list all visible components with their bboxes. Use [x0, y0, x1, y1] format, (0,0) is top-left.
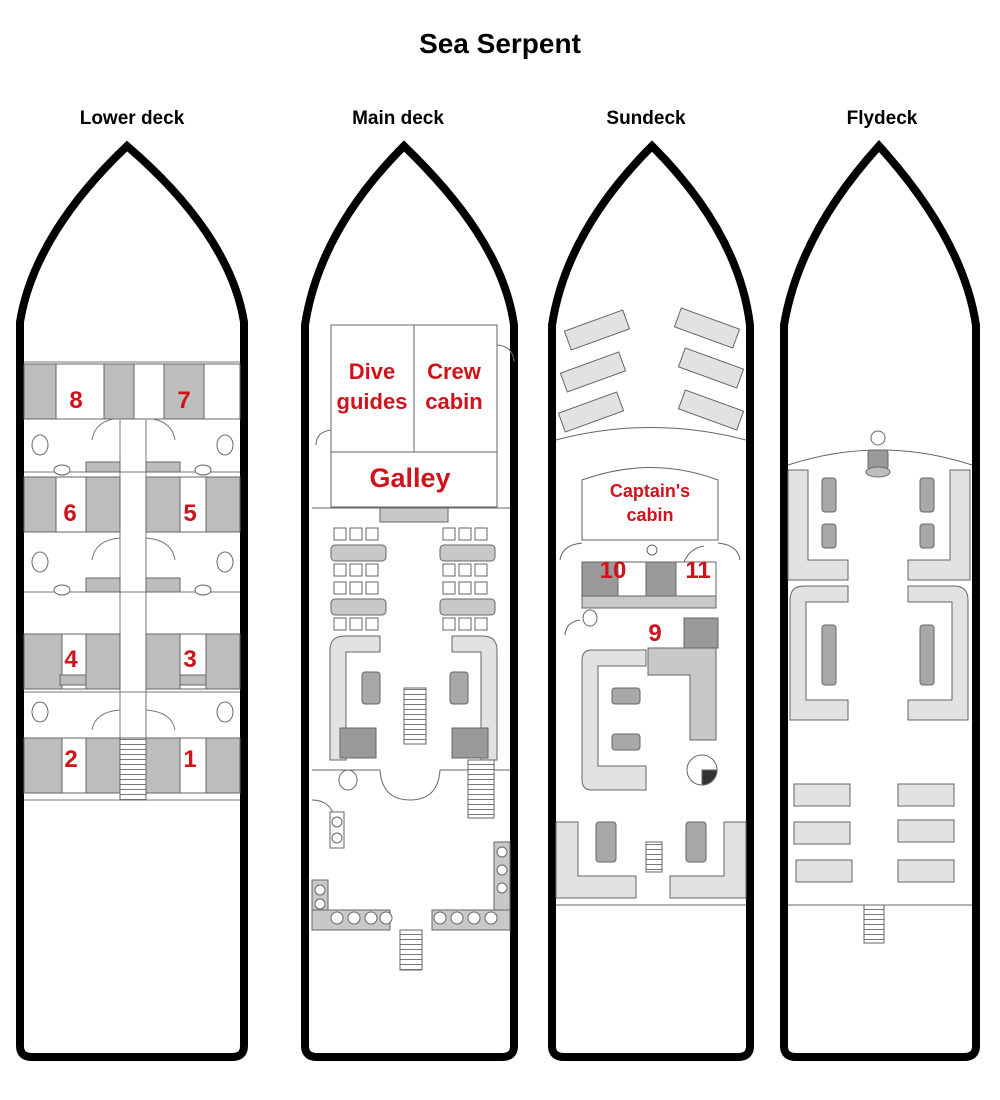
dive-guides-label-line2: guides [337, 389, 408, 414]
cabin-number-5: 5 [183, 500, 196, 527]
sundeck-layout [555, 427, 747, 906]
cabin-number-2: 2 [64, 746, 77, 773]
crew-cabin-label-line2: cabin [425, 389, 482, 414]
cabin-number-9: 9 [648, 620, 661, 647]
main-deck-furniture [311, 507, 511, 971]
crew-cabin-label-line1: Crew [427, 359, 482, 384]
main-deck-layout [311, 324, 515, 819]
captains-cabin-label-line2: cabin [626, 505, 673, 525]
deck-title-main: Main deck [352, 108, 444, 129]
cabin-number-1: 1 [183, 746, 196, 773]
flydeck-furniture [787, 430, 971, 944]
sundeck-furniture [555, 307, 747, 899]
page-title: Sea Serpent [419, 28, 581, 59]
hull-lower [16, 140, 248, 1061]
deck-title-lower: Lower deck [79, 108, 185, 129]
captains-cabin-label-line1: Captain's [610, 481, 690, 501]
cabin-number-3: 3 [183, 646, 196, 673]
lower-deck-cabin-labels: 8 7 6 5 4 3 2 1 [63, 387, 196, 773]
deck-title-fly: Flydeck [846, 108, 918, 129]
cabin-number-4: 4 [64, 646, 78, 673]
main-deck-room-labels: Dive guides Crew cabin Galley [337, 359, 483, 493]
cabin-number-10: 10 [600, 557, 627, 584]
cabin-number-6: 6 [63, 500, 76, 527]
lower-deck-furniture [23, 363, 241, 801]
cabin-number-8: 8 [69, 387, 82, 414]
cabin-number-11: 11 [685, 557, 710, 584]
hull-main [301, 140, 518, 1061]
deck-title-sun: Sundeck [606, 108, 686, 129]
galley-label: Galley [369, 463, 450, 493]
sundeck-room-labels: Captain's cabin 10 11 9 [600, 481, 711, 647]
cabin-number-7: 7 [177, 387, 190, 414]
dive-guides-label-line1: Dive [349, 359, 395, 384]
